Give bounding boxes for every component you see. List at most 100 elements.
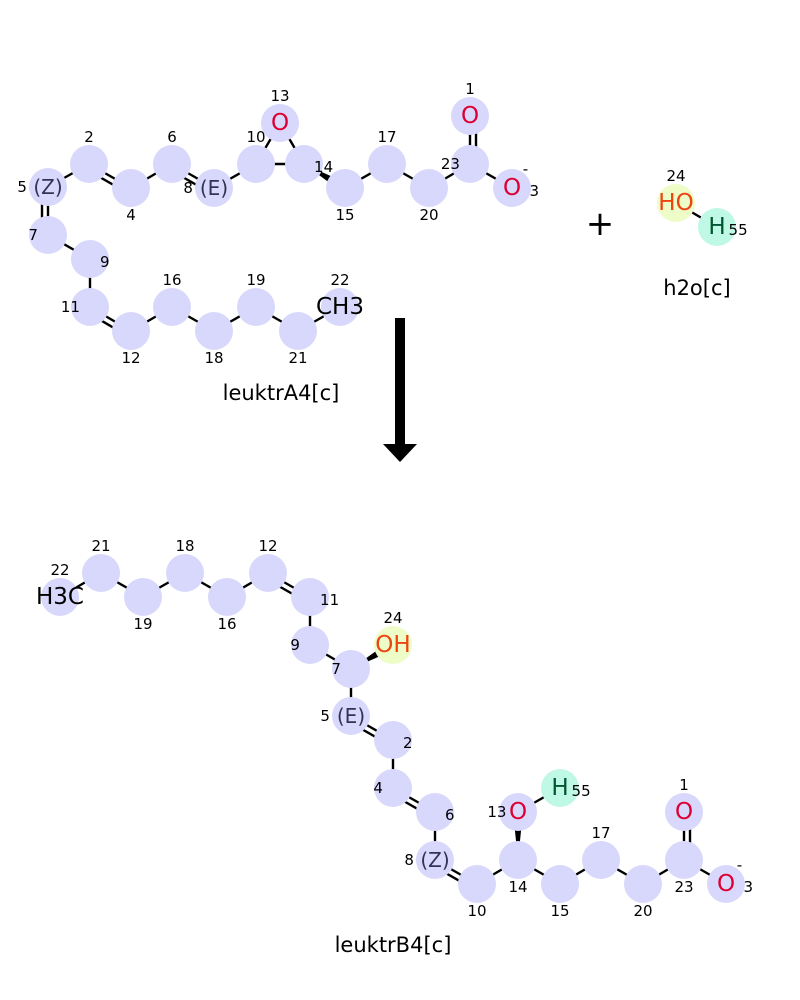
- atom-number: 18: [175, 537, 194, 555]
- product-name-leuktrB4: leuktrB4[c]: [335, 933, 452, 957]
- atom-highlight: [665, 841, 703, 879]
- atom-highlight: [166, 554, 204, 592]
- atom-number: 4: [126, 206, 136, 224]
- atoms-layer: (Z)5246(E)810O131415172023O1O-3791112161…: [17, 80, 753, 920]
- atom-highlight: [374, 626, 412, 664]
- atom-number: 8: [183, 179, 193, 197]
- stereo-label: (E): [337, 704, 365, 728]
- atom-leuktrB4-5: (E) 5: [320, 697, 370, 735]
- atom-number: 14: [508, 878, 527, 896]
- atom-symbol: O: [717, 871, 735, 897]
- atom-number: 16: [217, 615, 236, 633]
- atom-symbol: H: [551, 775, 568, 801]
- atom-highlight: [70, 145, 108, 183]
- atom-leuktrB4-21: 21: [82, 537, 120, 592]
- atom-leuktrA4-16: 16: [153, 271, 191, 326]
- atom-highlight: [279, 312, 317, 350]
- atom-number: 14: [314, 158, 333, 176]
- atom-leuktrA4-17: 17: [368, 128, 406, 183]
- atom-number: 20: [633, 902, 652, 920]
- atom-leuktrB4-15: 15: [541, 865, 579, 920]
- stereo-label: (E): [200, 176, 228, 200]
- atom-leuktrB4-1: O1: [665, 776, 703, 831]
- atom-leuktrA4-14: 14: [285, 145, 333, 183]
- atom-number: 21: [288, 349, 307, 367]
- atom-highlight: [82, 554, 120, 592]
- atom-leuktrA4-13: O13: [261, 87, 299, 142]
- atom-number: 16: [162, 271, 181, 289]
- atom-highlight: [249, 554, 287, 592]
- atom-highlight: [541, 865, 579, 903]
- atom-leuktrB4-4: 4: [373, 769, 412, 807]
- atom-leuktrA4-15: 15: [326, 169, 364, 224]
- atom-number: 24: [666, 167, 685, 185]
- atom-highlight: [541, 769, 579, 807]
- charge-label: -: [523, 160, 528, 178]
- atom-leuktrA4-5: (Z)5: [17, 168, 67, 206]
- bonds-layer: [40, 116, 727, 888]
- atom-highlight: [707, 865, 745, 903]
- atom-symbol: HO: [658, 190, 693, 216]
- atom-number: 21: [91, 537, 110, 555]
- atom-number: 5: [320, 707, 330, 725]
- atom-leuktrB4-8: (Z)8: [404, 841, 454, 879]
- atom-number: 4: [373, 779, 383, 797]
- atom-highlight: [153, 145, 191, 183]
- atom-highlight: [458, 865, 496, 903]
- atom-number: 20: [419, 206, 438, 224]
- atom-leuktrB4-13: O13: [487, 793, 537, 831]
- plus-sign: +: [586, 204, 615, 244]
- atom-leuktrB4-19: 19: [124, 578, 162, 633]
- atom-leuktrB4-6: 6: [416, 793, 455, 831]
- atom-highlight: [416, 793, 454, 831]
- atom-symbol: H3C: [36, 584, 84, 610]
- atom-highlight: [41, 578, 79, 616]
- atom-number: 2: [84, 128, 94, 146]
- atom-number: 3: [530, 182, 540, 200]
- atom-number: 13: [487, 803, 506, 821]
- atom-highlight: [153, 288, 191, 326]
- atom-highlight: [195, 169, 233, 207]
- atom-number: 10: [246, 128, 265, 146]
- charge-label: -: [737, 856, 742, 874]
- atom-leuktrB4-14: 14: [499, 841, 537, 896]
- atom-number: 22: [330, 271, 349, 289]
- atom-leuktrB4-16: 16: [208, 578, 246, 633]
- atom-symbol: O: [271, 110, 289, 136]
- atom-highlight: [416, 841, 454, 879]
- atom-number: 15: [335, 206, 354, 224]
- atom-highlight: [332, 697, 370, 735]
- atom-number: 9: [290, 636, 300, 654]
- atom-highlight: [451, 145, 489, 183]
- atom-symbol: O: [675, 799, 693, 825]
- atom-number: 7: [331, 660, 341, 678]
- atom-number: 17: [591, 824, 610, 842]
- atom-leuktrA4-11: 11: [61, 288, 109, 326]
- atom-leuktrA4-21: 21: [279, 312, 317, 367]
- atom-h2o-24: HO 24: [657, 167, 695, 222]
- atom-number: 18: [204, 349, 223, 367]
- atom-number: 10: [467, 902, 486, 920]
- atom-number: 1: [679, 776, 689, 794]
- stereo-label: (Z): [420, 848, 449, 872]
- atom-highlight: [499, 793, 537, 831]
- atom-leuktrA4-23: 23: [441, 145, 489, 183]
- atom-leuktrB4-12: 12: [249, 537, 287, 592]
- atom-number: 5: [17, 178, 27, 196]
- reactant-name-leuktrA4: leuktrA4[c]: [223, 381, 340, 405]
- reaction-arrow: [383, 318, 417, 462]
- atom-highlight: [374, 721, 412, 759]
- atom-number: 23: [674, 878, 693, 896]
- atom-leuktrA4-2: 2: [70, 128, 108, 183]
- atom-number: 22: [50, 561, 69, 579]
- atom-number: 6: [445, 806, 455, 824]
- atom-number: 11: [61, 298, 80, 316]
- atom-highlight: [410, 169, 448, 207]
- atom-leuktrA4-18: 18: [195, 312, 233, 367]
- atom-highlight: [665, 793, 703, 831]
- atom-highlight: [326, 169, 364, 207]
